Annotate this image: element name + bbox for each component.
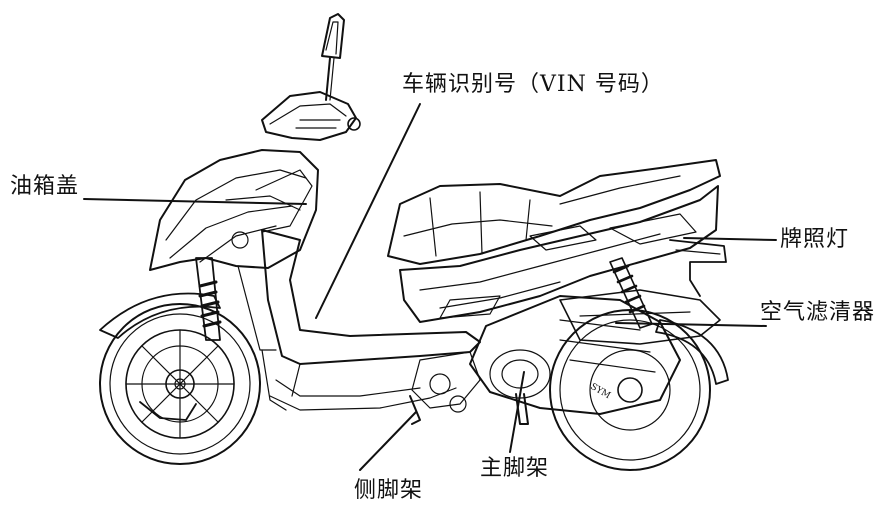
label-air-filter: 空气滤清器 xyxy=(760,300,876,325)
license-plate-bracket xyxy=(669,239,727,297)
leader-lines xyxy=(83,103,777,471)
leader-vin xyxy=(315,103,421,319)
leader-side-stand xyxy=(359,411,417,471)
rear-fender xyxy=(655,319,729,385)
side-stand-part xyxy=(409,395,421,425)
front-fairing xyxy=(149,149,319,271)
label-vin: 车辆识别号（VIN 号码） xyxy=(402,72,664,97)
label-side-stand: 侧脚架 xyxy=(354,478,424,503)
leader-license-plate-light xyxy=(683,237,777,241)
rear-wheel xyxy=(549,309,711,471)
svg-text:SYM: SYM xyxy=(589,382,612,401)
front-fork xyxy=(195,257,277,351)
air-filter-box xyxy=(559,289,721,345)
leader-air-filter xyxy=(615,322,767,327)
label-license-plate-light: 牌照灯 xyxy=(780,227,850,252)
seat xyxy=(387,159,721,265)
leader-main-stand xyxy=(509,371,525,453)
floorboard xyxy=(261,229,481,411)
front-wheel xyxy=(99,303,261,465)
label-main-stand: 主脚架 xyxy=(480,456,550,481)
front-fender xyxy=(99,292,221,339)
label-fuel-tank-cap: 油箱盖 xyxy=(10,174,80,199)
mirror xyxy=(321,13,345,101)
handlebar xyxy=(261,91,361,141)
leader-fuel-cap xyxy=(83,198,307,205)
rear-body xyxy=(399,185,719,323)
